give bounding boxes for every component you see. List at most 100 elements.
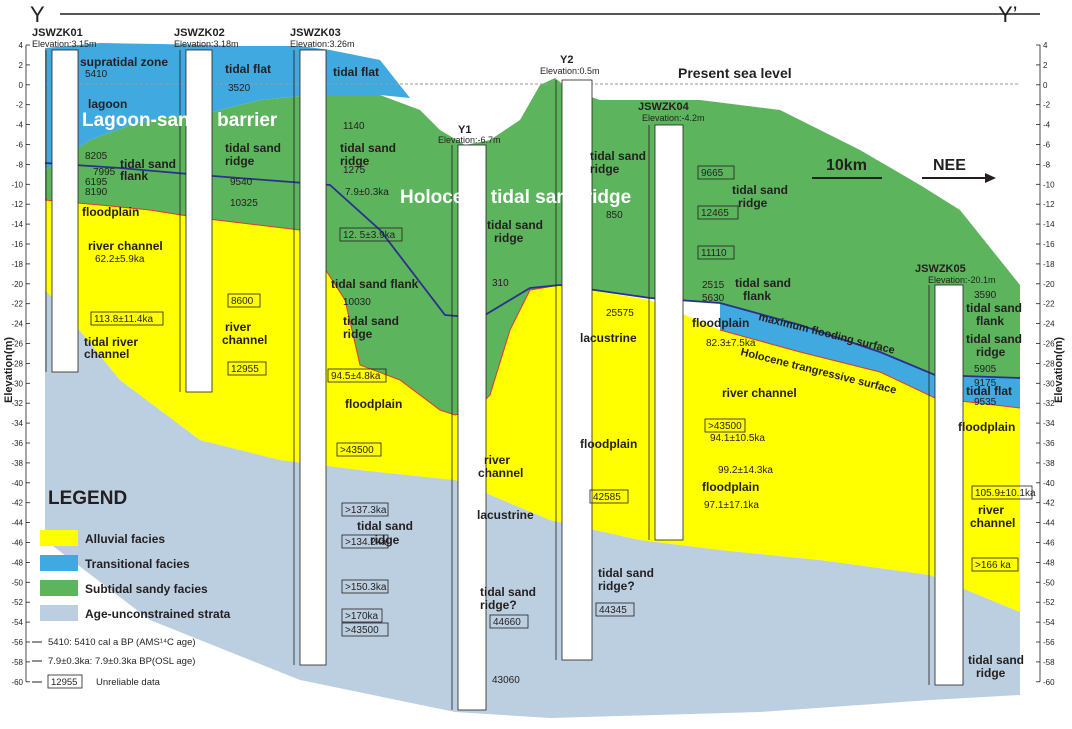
borehole-name: JSWZK02 (174, 27, 225, 39)
axis-tick-label: -14 (11, 220, 23, 229)
axis-tick-label: -60 (1043, 678, 1055, 687)
borehole-elevation: Elevation:-4.2m (642, 113, 705, 123)
facies-label: tidal sand (487, 218, 543, 232)
facies-label: lagoon (88, 97, 127, 111)
age-label: >43500 (340, 445, 374, 456)
age-box (697, 205, 739, 220)
facies-label: ridge (370, 533, 400, 547)
facies-label: flank (743, 289, 771, 303)
sea-level-label: Present sea level (678, 65, 792, 81)
facies-label: ridge? (598, 579, 635, 593)
axis-tick-label: -18 (1043, 260, 1055, 269)
y-axis-title-left: Elevation(m) (3, 337, 15, 403)
borehole-column-jswzk04 (654, 124, 684, 541)
facies-label: ridge (976, 666, 1006, 680)
axis-tick-label: -4 (1043, 121, 1051, 130)
axis-tick-label: -4 (16, 121, 24, 130)
age-label: 9665 (701, 168, 724, 179)
axis-tick-label: -38 (1043, 459, 1055, 468)
direction-arrow-head (985, 173, 996, 183)
age-box (697, 165, 735, 180)
facies-label: flank (976, 314, 1004, 328)
age-label: 850 (606, 210, 623, 221)
facies-label: ridge (494, 231, 524, 245)
left-y-axis: 420-2-4-6-8-10-12-14-16-18-20-22-24-26-2… (11, 41, 30, 687)
axis-tick-label: -26 (1043, 340, 1055, 349)
age-label: 6195 (85, 177, 108, 188)
age-label: 94.1±10.5ka (710, 433, 765, 444)
age-label: 9540 (230, 177, 253, 188)
facies-label: tidal sand (598, 566, 654, 580)
axis-tick-label: -24 (11, 320, 23, 329)
axis-tick-label: -36 (11, 439, 23, 448)
axis-tick-label: -20 (11, 280, 23, 289)
axis-tick-label: -22 (1043, 300, 1055, 309)
borehole-elevation: Elevation:-6.7m (438, 135, 501, 145)
facies-label: tidal sand flank (331, 277, 419, 291)
axis-tick-label: 2 (19, 61, 24, 70)
facies-label: floodplain (702, 480, 759, 494)
age-label: 44345 (599, 605, 627, 616)
age-label: 12465 (701, 208, 729, 219)
facies-label: supratidal zone (80, 55, 168, 69)
axis-tick-label: 0 (19, 81, 24, 90)
axis-tick-label: -58 (1043, 658, 1055, 667)
axis-tick-label: -22 (11, 300, 23, 309)
age-box (327, 368, 387, 383)
age-label: 62.2±5.9ka (95, 254, 145, 265)
alluvial-facies (45, 200, 1020, 612)
facies-label: river channel (722, 386, 797, 400)
age-box (697, 245, 735, 260)
facies-label: lacustrine (580, 331, 637, 345)
age-label: 10030 (343, 297, 371, 308)
axis-tick-label: -48 (11, 558, 23, 567)
facies-label: floodplain (580, 437, 637, 451)
age-label: 3520 (228, 83, 251, 94)
axis-tick-label: -46 (1043, 539, 1055, 548)
axis-tick-label: -8 (16, 160, 24, 169)
facies-label: floodplain (82, 205, 139, 219)
borehole-elevation: Elevation:-20.1m (928, 275, 996, 285)
borehole-name: Y2 (560, 54, 573, 66)
subtidal-facies (45, 78, 1020, 415)
borehole-elevation: Elevation:0.5m (540, 66, 600, 76)
borehole-name: JSWZK05 (915, 263, 966, 275)
age-label: 113.8±11.4ka (94, 314, 153, 325)
axis-tick-label: -54 (11, 618, 23, 627)
axis-tick-label: -48 (1043, 558, 1055, 567)
axis-tick-label: -2 (16, 101, 24, 110)
legend-item-label: Subtidal sandy facies (85, 582, 208, 596)
legend-swatch-subtidal (40, 580, 78, 596)
axis-tick-label: -46 (11, 539, 23, 548)
facies-label: channel (222, 333, 267, 347)
age-label: 12955 (231, 364, 259, 375)
axis-tick-label: -32 (11, 399, 23, 408)
age-label: 5905 (974, 364, 997, 375)
facies-label: tidal sand (966, 301, 1022, 315)
axis-tick-label: -52 (11, 598, 23, 607)
axis-tick-label: -6 (16, 141, 24, 150)
age-label: >170ka (345, 611, 379, 622)
facies-label: ridge (225, 154, 255, 168)
facies-label: tidal flat (333, 65, 379, 79)
legend-note: 5410: 5410 cal a BP (AMS¹⁴C age) (48, 637, 196, 648)
facies-label: floodplain (692, 316, 749, 330)
age-label: 7.9±0.3ka (345, 187, 389, 198)
facies-label: tidal sand (340, 141, 396, 155)
axis-tick-label: -54 (1043, 618, 1055, 627)
age-label: 12. 5±3.9ka (343, 230, 396, 241)
axis-tick-label: 0 (1043, 81, 1048, 90)
borehole-column-jswzk03 (299, 49, 327, 666)
age-label: 99.2±14.3ka (718, 465, 773, 476)
facies-label: ridge (590, 162, 620, 176)
legend-item-label: Age-unconstrained strata (85, 607, 231, 621)
facies-label: channel (970, 516, 1015, 530)
age-label: >134.2ka (345, 537, 387, 548)
age-label: 310 (492, 278, 509, 289)
age-label: 8190 (85, 187, 108, 198)
axis-tick-label: -40 (11, 479, 23, 488)
legend-note: Unreliable data (96, 677, 161, 688)
facies-label: tidal sand (590, 149, 646, 163)
